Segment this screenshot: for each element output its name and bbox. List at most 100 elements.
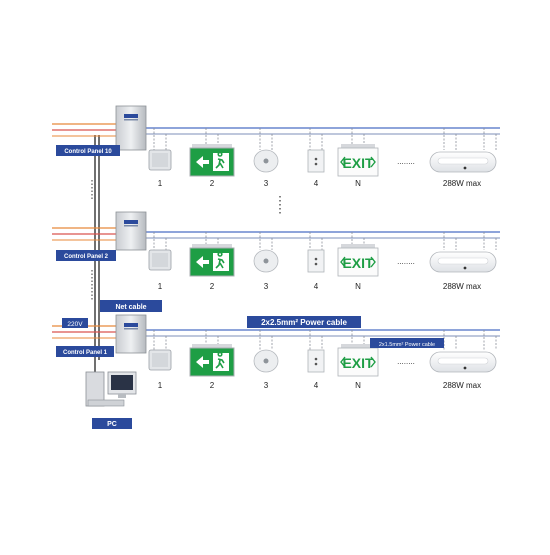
wall-module: [307, 249, 325, 273]
panel-display-line: [124, 225, 138, 227]
fixture-indicator: [463, 366, 467, 370]
wires-layer: [52, 123, 500, 392]
bus-middle: [52, 227, 500, 250]
fixture-capacity-label: 288W max: [443, 282, 481, 291]
device-number-2: 2: [210, 179, 215, 188]
exit-text: EXIT: [342, 355, 374, 371]
panel-cabinet: [115, 314, 147, 354]
device-number-5: N: [355, 282, 361, 291]
device-number-5: N: [355, 381, 361, 390]
control-panel-bottom: [115, 314, 147, 354]
wall-module-body: [307, 149, 325, 173]
junction-box-lid: [152, 253, 168, 267]
device-number-2: 2: [210, 381, 215, 390]
panel-label-middle: Control Panel 2: [64, 254, 109, 260]
fixture-indicator: [463, 166, 467, 170]
chevron-left-icon: [340, 256, 346, 268]
fixture-capacity-label: 288W max: [443, 381, 481, 390]
wall-module: [307, 149, 325, 173]
device-ellipsis: ........: [397, 157, 415, 166]
fluorescent-fixture: [429, 151, 497, 173]
arrow-left-icon: [196, 356, 209, 368]
running-man-figure: [215, 251, 225, 269]
net-cable-label: Net cable: [115, 304, 146, 311]
fixture-diffuser: [437, 257, 489, 265]
power-branch-badge: [370, 338, 444, 348]
pc-workstation: [85, 371, 137, 407]
exit-text-mount: [341, 244, 375, 248]
exit-text-mount: [341, 344, 375, 348]
device-number-4: 4: [314, 282, 319, 291]
panel-badge-bg: [56, 145, 120, 156]
power-main-badge: [247, 316, 361, 328]
exit-sign-mount: [192, 244, 232, 248]
exit-text-panel: [337, 147, 379, 177]
running-man-figure: [215, 151, 225, 169]
exit-text: EXIT: [342, 155, 374, 171]
arrow-left-icon: [196, 156, 209, 168]
exit-sign-running-man: [189, 144, 235, 177]
arrow-left-icon: [196, 256, 209, 268]
device-number-4: 4: [314, 179, 319, 188]
exit-sign-text: EXIT: [337, 144, 379, 177]
wall-module-body: [307, 349, 325, 373]
control-panel-top: [115, 105, 147, 151]
exit-text-mount: [341, 144, 375, 148]
pc-label: PC: [107, 421, 117, 428]
exit-text: EXIT: [342, 255, 374, 271]
chevron-right-icon: [370, 256, 376, 268]
junction-box-lid: [152, 353, 168, 367]
panel-cabinet: [115, 105, 147, 151]
device-number-1: 1: [158, 282, 163, 291]
chevron-left-icon: [340, 356, 346, 368]
exit-sign-running-man: [189, 244, 235, 277]
panel-display: [124, 323, 138, 327]
device-number-3: 3: [264, 282, 269, 291]
device-number-3: 3: [264, 381, 269, 390]
exit-text-panel: [337, 247, 379, 277]
device-ellipsis: ........: [397, 257, 415, 266]
running-man-figure: [215, 351, 225, 369]
panel-cabinet: [115, 211, 147, 251]
pc-screen: [111, 375, 133, 390]
ceiling-emergency-light: [253, 249, 279, 273]
junction-box: [148, 249, 172, 271]
device-number-3: 3: [264, 179, 269, 188]
junction-box-lid: [152, 153, 168, 167]
wall-module-led: [314, 357, 318, 361]
junction-box: [148, 349, 172, 371]
pc-badge: [92, 418, 132, 429]
ceiling-light-lens: [263, 358, 269, 364]
devices-layer: EXIT EXIT EXIT: [85, 105, 497, 407]
power-branch-label: 2x1.5mm² Power cable: [379, 342, 435, 348]
junction-box: [148, 149, 172, 171]
exit-sign-text: EXIT: [337, 244, 379, 277]
panel-display-line: [124, 119, 138, 121]
device-number-5: N: [355, 179, 361, 188]
ceiling-light-lens: [263, 258, 269, 264]
control-panel-middle: [115, 211, 147, 251]
fixture-diffuser: [437, 357, 489, 365]
pc-keyboard: [87, 399, 125, 407]
chevron-right-icon: [370, 156, 376, 168]
wall-module-led: [314, 362, 318, 366]
fluorescent-fixture: [429, 251, 497, 273]
ceiling-emergency-light: [253, 149, 279, 173]
exit-sign-text: EXIT: [337, 344, 379, 377]
exit-sign-running-man: [189, 344, 235, 377]
fluorescent-fixture: [429, 351, 497, 373]
panel-display-line: [124, 328, 138, 330]
exit-sign-mount: [192, 344, 232, 348]
device-number-2: 2: [210, 282, 215, 291]
wall-module: [307, 349, 325, 373]
bus-top: [52, 123, 500, 150]
device-ellipsis: ........: [397, 357, 415, 366]
panel-label-top: Control Panel 10: [64, 149, 112, 155]
wall-module-led: [314, 262, 318, 266]
wall-module-led: [314, 157, 318, 161]
voltage-label: 220V: [67, 321, 83, 328]
chevron-right-icon: [370, 356, 376, 368]
panel-badge-bg: [56, 346, 114, 357]
